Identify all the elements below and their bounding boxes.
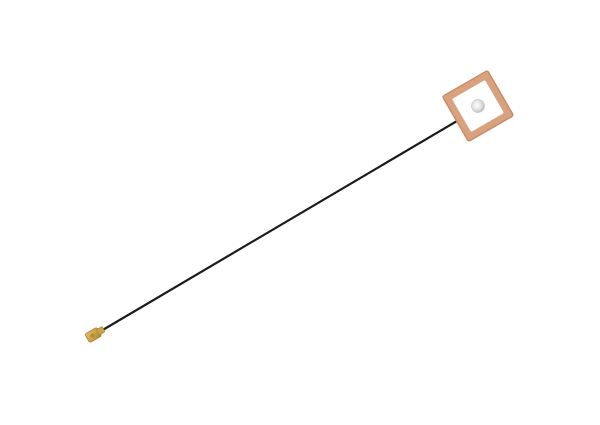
feed-pin	[471, 99, 485, 113]
ceramic-patch	[442, 70, 514, 142]
ufl-connector	[85, 326, 106, 343]
coax-cable	[99, 119, 459, 333]
